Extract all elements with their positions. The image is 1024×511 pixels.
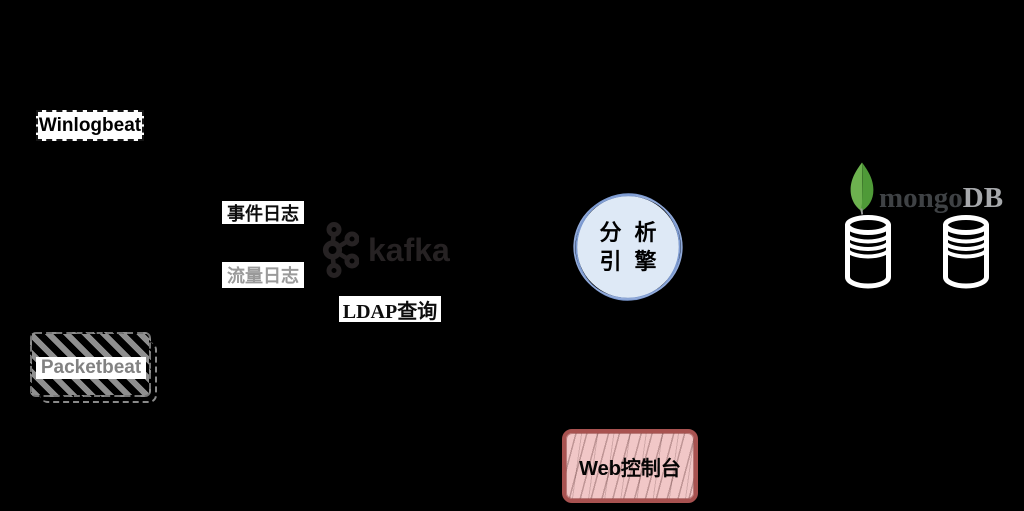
node-web-console: Web控制台 (562, 429, 698, 503)
node-analysis-engine: 分析 引擎 (570, 191, 686, 303)
node-packetbeat: Packetbeat (30, 332, 157, 403)
node-kafka: kafka (321, 220, 450, 280)
database-cylinder-icon (943, 215, 989, 289)
packetbeat-label: Packetbeat (40, 357, 142, 378)
web-console-label: Web控制台 (579, 457, 681, 480)
mongodb-wordmark: mongoDB (879, 182, 1004, 214)
packetbeat-label-strip: Packetbeat (36, 357, 146, 379)
edge-label-ldap-query: LDAP查询 (339, 296, 441, 323)
database-cylinder-icon (845, 215, 891, 289)
edge-label-event-log: 事件日志 (222, 201, 304, 224)
node-winlogbeat: Winlogbeat (36, 110, 144, 141)
analysis-engine-line1: 分析 (599, 219, 670, 245)
winlogbeat-label: Winlogbeat (38, 114, 142, 136)
analysis-engine-label: 分析 引擎 (570, 191, 686, 303)
sketch-circle-icon (573, 193, 683, 301)
mongodb-leaf-icon (850, 162, 874, 215)
analysis-engine-line2: 引擎 (599, 248, 670, 274)
kafka-wordmark: kafka (368, 232, 450, 268)
mongodb-word-main: mongo (879, 182, 963, 214)
mongodb-word-suffix: DB (962, 182, 1004, 214)
edge-label-traffic-log: 流量日志 (222, 262, 304, 288)
kafka-logo-icon (322, 222, 359, 278)
